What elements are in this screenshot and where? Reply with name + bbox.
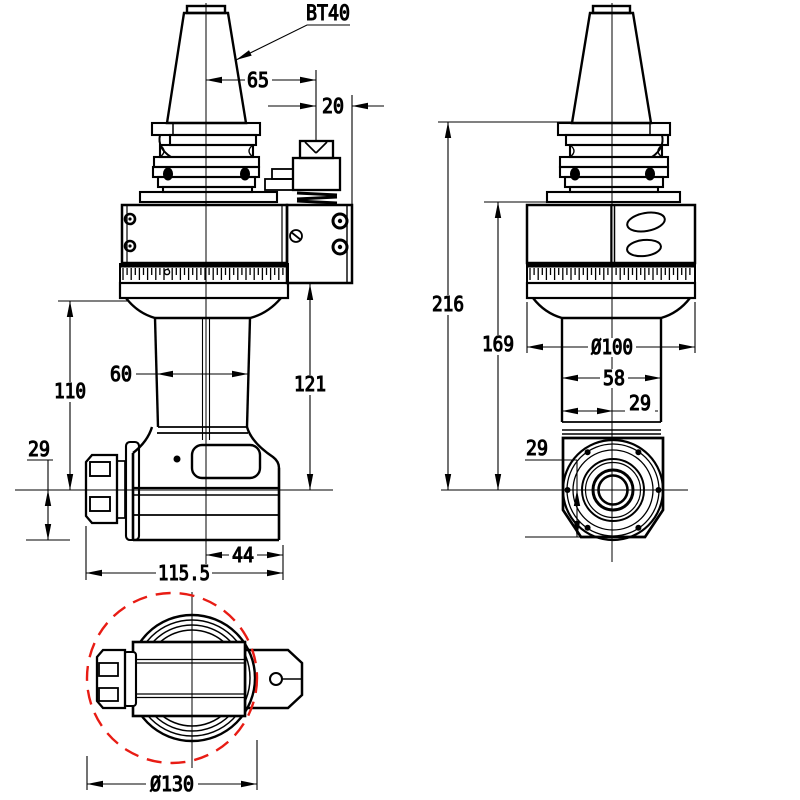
head-block-bottom [131, 640, 247, 718]
body-screw-lower [123, 239, 137, 253]
nut-wrench-slot-upper [89, 461, 111, 477]
arm-screw-lower [331, 238, 349, 256]
tab-hole [269, 672, 283, 686]
svg-text:121: 121 [294, 372, 326, 396]
svg-text:216: 216 [432, 292, 464, 316]
body-screw-upper [123, 212, 137, 226]
dim-110: 110 [52, 300, 128, 490]
svg-text:29: 29 [629, 391, 651, 415]
dim-58: 58 [562, 365, 661, 391]
stop-block-assembly [264, 139, 342, 205]
ring-skirt-side [525, 281, 697, 300]
dim-121: 121 [292, 284, 328, 490]
svg-text:65: 65 [247, 68, 269, 92]
nut-ball-dots [564, 449, 662, 531]
dim-29-offset: 29 [562, 390, 658, 416]
tool-slot [190, 443, 262, 480]
block-dot [173, 455, 181, 463]
angle-head-block-front [124, 426, 281, 542]
bell-and-neck-front [125, 297, 282, 440]
svg-text:Ø130: Ø130 [150, 772, 194, 796]
stop-block-top [298, 139, 335, 160]
gear-body-front [120, 203, 289, 265]
svg-text:29: 29 [28, 437, 50, 461]
swing-circle [85, 591, 259, 765]
dim-169: 169 [479, 201, 547, 490]
label-bt40: BT40 [235, 0, 351, 61]
svg-text:20: 20 [322, 94, 344, 118]
side-view [441, 3, 697, 562]
head-octagon [561, 436, 665, 539]
gear-body-side [525, 203, 697, 265]
dim-20: 20 [268, 93, 384, 205]
dim-115-5: 115.5 [85, 526, 283, 586]
bell-and-neck-side [532, 297, 691, 435]
ring-skirt-front [118, 281, 290, 300]
arm-set-screw [289, 229, 303, 243]
stop-block-main [291, 156, 342, 192]
svg-text:58: 58 [603, 366, 625, 390]
dim-216: 216 [429, 121, 572, 490]
dim-d100: Ø100 [526, 302, 696, 360]
arm-screw-upper [331, 212, 349, 230]
svg-text:44: 44 [232, 543, 254, 567]
flange-stack-front [138, 121, 279, 204]
dim-44: 44 [206, 542, 284, 580]
clamp-arm-front [285, 203, 354, 285]
angle-head-block-side [561, 436, 665, 542]
stop-spring [296, 191, 338, 205]
svg-text:110: 110 [54, 379, 86, 403]
dim-60: 60 [107, 361, 248, 387]
dim-29-front: 29 [26, 436, 70, 541]
collet-nut-bottom [95, 648, 138, 710]
graduation-ring-front [118, 263, 290, 300]
flange-stack-side [545, 121, 682, 204]
svg-text:29: 29 [526, 436, 548, 460]
dim-d130: Ø130 [86, 740, 258, 797]
collet-nut-face [561, 438, 665, 542]
dim-29-side-bottom: 29 [525, 435, 581, 538]
ring-index-dot [163, 268, 171, 276]
arm-slot-upper [626, 211, 666, 233]
dimensions: BT40 65 20 110 [26, 0, 696, 797]
svg-text:115.5: 115.5 [158, 561, 210, 585]
collet-nut-front [84, 453, 126, 525]
svg-text:60: 60 [110, 362, 132, 386]
dim-65: 65 [206, 67, 317, 141]
svg-text:169: 169 [482, 332, 514, 356]
front-view [15, 3, 354, 582]
nut-wrench-slot-lower [89, 496, 111, 512]
taper-label: BT40 [306, 1, 350, 25]
graduation-ring-side [525, 263, 697, 300]
collet-cap-front [116, 460, 126, 519]
bottom-view [85, 591, 304, 768]
svg-text:Ø100: Ø100 [591, 335, 633, 359]
arm-slot-lower [626, 238, 662, 258]
mounting-plate-front [124, 440, 141, 542]
